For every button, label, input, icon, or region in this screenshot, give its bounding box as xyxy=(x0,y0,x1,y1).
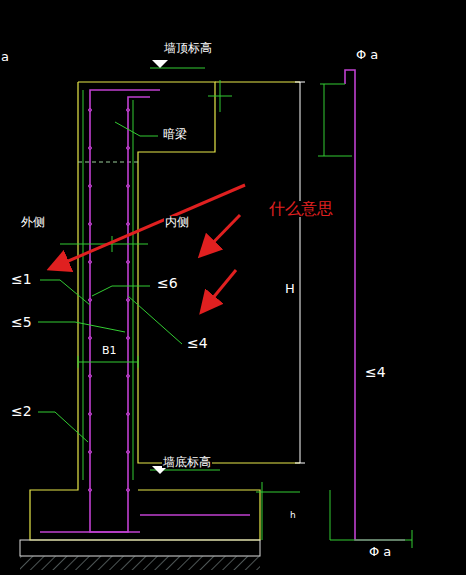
height-dimension xyxy=(300,82,301,463)
bar-dot xyxy=(89,109,92,112)
drawing-label: Φ a xyxy=(368,545,392,558)
bar-dot xyxy=(127,375,130,378)
beam-line xyxy=(78,162,138,163)
drawing-label: ≤4 xyxy=(364,365,387,379)
bar-dot xyxy=(89,413,92,416)
drawing-label: 什么意思 xyxy=(268,201,334,217)
bar-dot xyxy=(89,489,92,492)
bar-dot xyxy=(89,223,92,226)
bar-dot xyxy=(127,451,130,454)
bar-dot xyxy=(89,299,92,302)
bar-dot xyxy=(127,261,130,264)
base-slab xyxy=(20,540,260,556)
level-symbols xyxy=(152,60,168,474)
drawing-label: Φ a xyxy=(355,48,379,61)
bar-dot xyxy=(127,337,130,340)
bar-dot xyxy=(127,109,130,112)
drawing-label: ≤1 xyxy=(10,272,33,286)
concrete-outline xyxy=(30,82,300,540)
drawing-label: 外侧 xyxy=(20,216,46,228)
bar-dot xyxy=(89,451,92,454)
bar-dot xyxy=(127,413,130,416)
bar-dot xyxy=(127,147,130,150)
guide-lines xyxy=(38,68,412,548)
drawing-label: ≤2 xyxy=(10,404,33,418)
drawing-label: B1 xyxy=(101,345,118,356)
bar-dot xyxy=(127,223,130,226)
drawing-label: ≤5 xyxy=(10,315,33,329)
bar-dot xyxy=(89,147,92,150)
drawing-label: 墙顶标高 xyxy=(163,42,213,54)
drawing-label: h xyxy=(289,511,297,520)
bar-dot xyxy=(127,489,130,492)
drawing-label: 暗梁 xyxy=(162,128,188,140)
drawing-label: ≤4 xyxy=(186,336,209,350)
bar-dot xyxy=(89,261,92,264)
bar-dot xyxy=(127,185,130,188)
bar-dot xyxy=(89,375,92,378)
bar-dot xyxy=(89,185,92,188)
bar-dot xyxy=(89,337,92,340)
soil-hatch xyxy=(20,556,260,570)
distribution-bars xyxy=(89,109,130,492)
bar-dot xyxy=(127,299,130,302)
drawing-label: ≤6 xyxy=(156,276,179,290)
drawing-label: 内侧 xyxy=(164,216,190,228)
drawing-label: H xyxy=(284,282,296,295)
question-arrows xyxy=(52,185,245,310)
drawing-label: 墙底标高 xyxy=(162,456,212,468)
rebar xyxy=(40,70,405,540)
drawing-label: a xyxy=(0,50,10,63)
